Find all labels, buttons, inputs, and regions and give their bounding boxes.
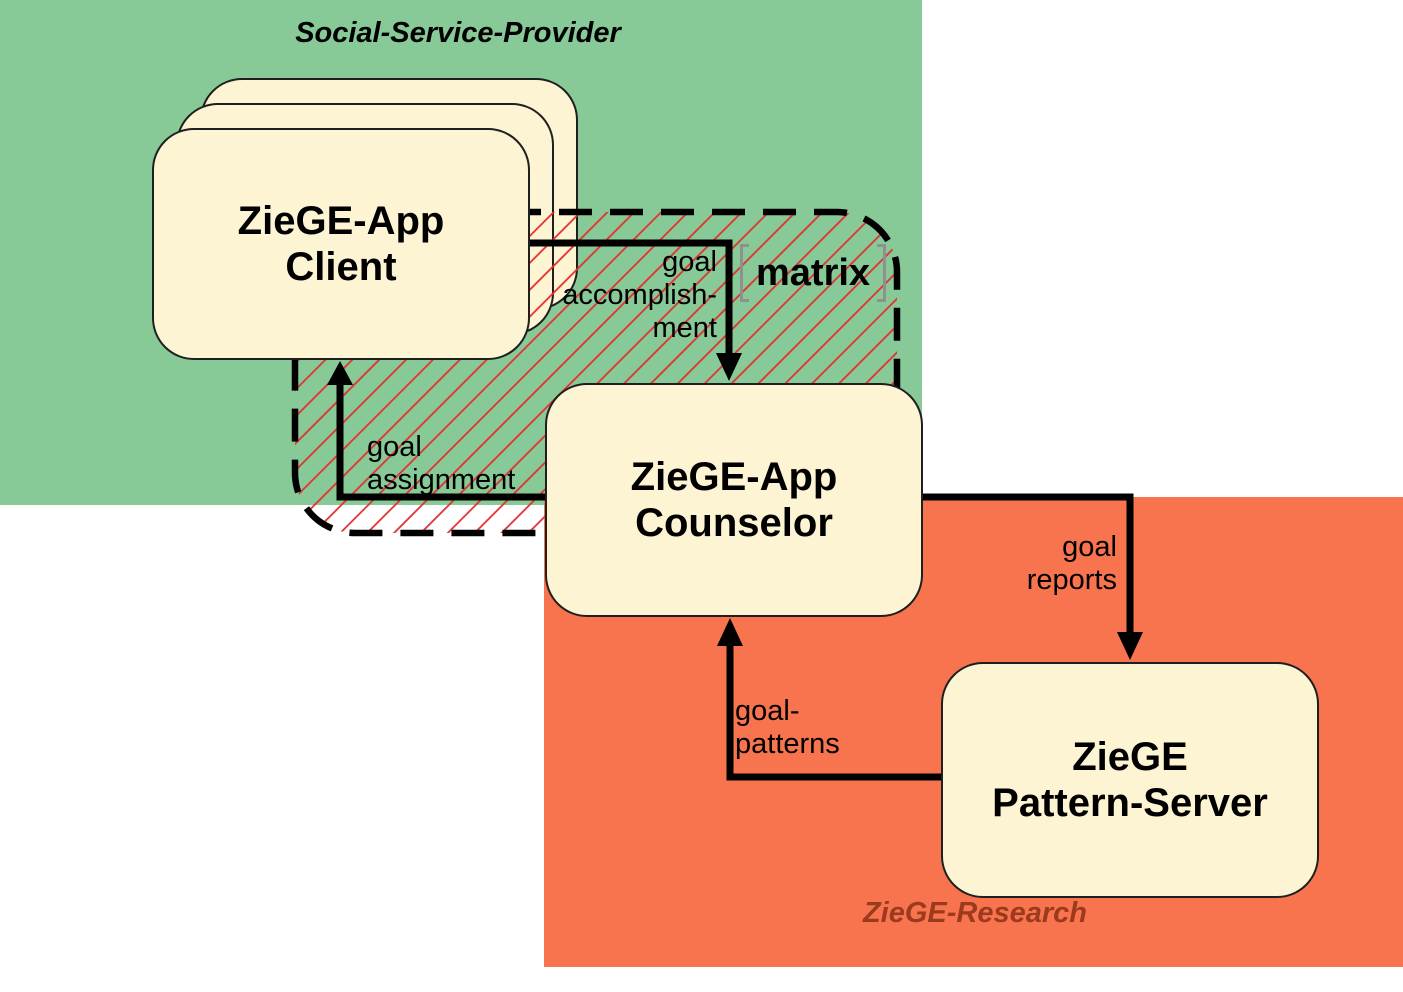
pattern-server-node: ZieGE Pattern-Server: [941, 662, 1319, 898]
matrix-label-group: matrix: [740, 242, 887, 304]
ziege-research-label: ZieGE-Research: [862, 897, 1088, 929]
pattern-server-node-title: ZieGE Pattern-Server: [992, 734, 1268, 826]
node-title-line: Pattern-Server: [992, 781, 1268, 825]
matrix-bracket-left-icon: [740, 244, 749, 302]
node-title-line: Counselor: [635, 501, 833, 545]
social-service-provider-label: Social-Service-Provider: [295, 17, 621, 49]
label-line: patterns: [735, 728, 840, 760]
node-title-line: ZieGE: [1072, 735, 1188, 779]
client-node: ZieGE-App Client: [152, 128, 530, 360]
node-title-line: ZieGE-App: [237, 199, 445, 243]
counselor-node-title: ZieGE-App Counselor: [631, 454, 838, 546]
goal-patterns-label: goal- patterns: [735, 695, 840, 761]
label-line: goal-: [735, 695, 800, 727]
counselor-node: ZieGE-App Counselor: [545, 383, 923, 617]
client-node-title: ZieGE-App Client: [238, 198, 445, 290]
goal-reports-label: goal reports: [1027, 531, 1117, 597]
label-line: assignment: [367, 464, 516, 496]
matrix-bracket-right-icon: [877, 244, 887, 302]
label-line: ment: [652, 312, 717, 344]
goal-assignment-label: goal assignment: [367, 431, 515, 497]
label-line: goal: [1062, 531, 1117, 563]
label-line: goal: [662, 246, 717, 278]
label-line: reports: [1026, 564, 1117, 596]
node-title-line: ZieGE-App: [630, 455, 838, 499]
matrix-label: matrix: [756, 252, 871, 294]
label-line: goal: [367, 431, 422, 463]
node-title-line: Client: [285, 245, 397, 289]
label-line: accomplish-: [562, 279, 717, 311]
goal-accomplishment-label: goal accomplish- ment: [562, 246, 717, 345]
